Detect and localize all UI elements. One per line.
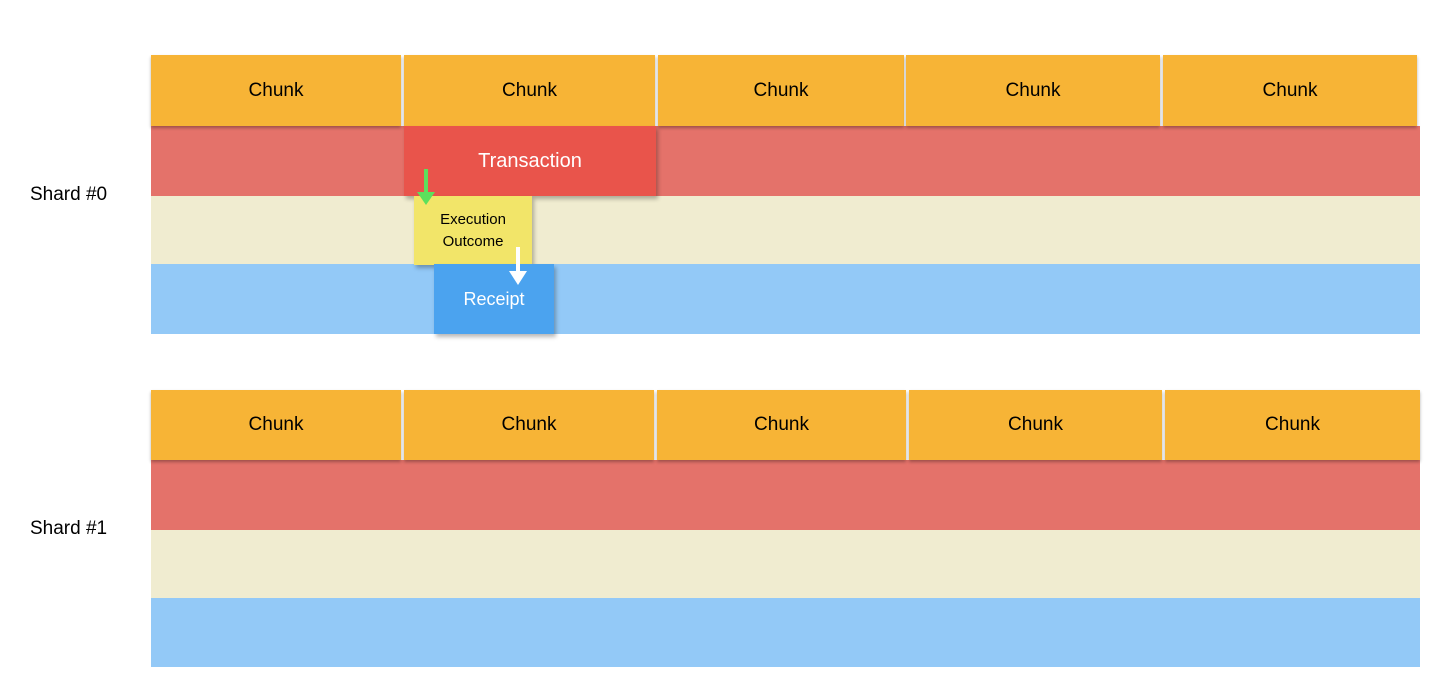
chunk-label: Chunk [248,79,304,101]
shard-0-receipt-band [151,264,1420,334]
shard-0-execution-outcome-band [151,196,1420,264]
transaction-box[interactable]: Transaction [404,126,656,196]
chunk[interactable]: Chunk [404,55,655,126]
shard-label-0: Shard #0 [30,184,108,205]
chunk[interactable]: Chunk [657,390,906,460]
chunk[interactable]: Chunk [1165,390,1420,460]
shard-1-execution-outcome-band [151,530,1420,598]
shard-group-0: Shard #0 Chunk Chunk Chunk Chunk Chunk [0,0,1449,340]
execution-outcome-label-line2: Outcome [442,232,504,250]
chunk-label: Chunk [753,79,809,101]
outcome-to-receipt-arrow [509,247,527,285]
execution-outcome-label-line1: Execution [440,211,506,229]
chunk-label: Chunk [501,414,557,435]
chunk-label: Chunk [1262,79,1318,101]
transaction-label: Transaction [478,149,582,172]
shard-1-receipt-band [151,598,1420,667]
chunk[interactable]: Chunk [404,390,654,460]
shard-label-1: Shard #1 [30,518,108,539]
chunk[interactable]: Chunk [658,55,904,126]
chunk-label: Chunk [1005,79,1061,101]
chunk-label: Chunk [754,414,809,435]
chunk-label: Chunk [1008,414,1063,435]
shard-0-transaction-band [151,126,1420,196]
chunk-label: Chunk [502,79,557,101]
chunk[interactable]: Chunk [909,390,1162,460]
chunk-label: Chunk [1265,414,1320,435]
receipt-box[interactable]: Receipt [434,264,554,334]
chunk[interactable]: Chunk [1163,55,1417,126]
chunk-label: Chunk [248,414,304,435]
transaction-to-outcome-arrow [417,169,435,205]
chunk[interactable]: Chunk [151,55,401,126]
execution-outcome-box[interactable]: Execution Outcome [414,196,532,265]
execution-outcome-label: Execution Outcome [440,209,506,252]
receipt-label: Receipt [463,288,525,309]
chunk[interactable]: Chunk [906,55,1160,126]
shard-1-transaction-band [151,460,1420,530]
chunk[interactable]: Chunk [151,390,401,460]
